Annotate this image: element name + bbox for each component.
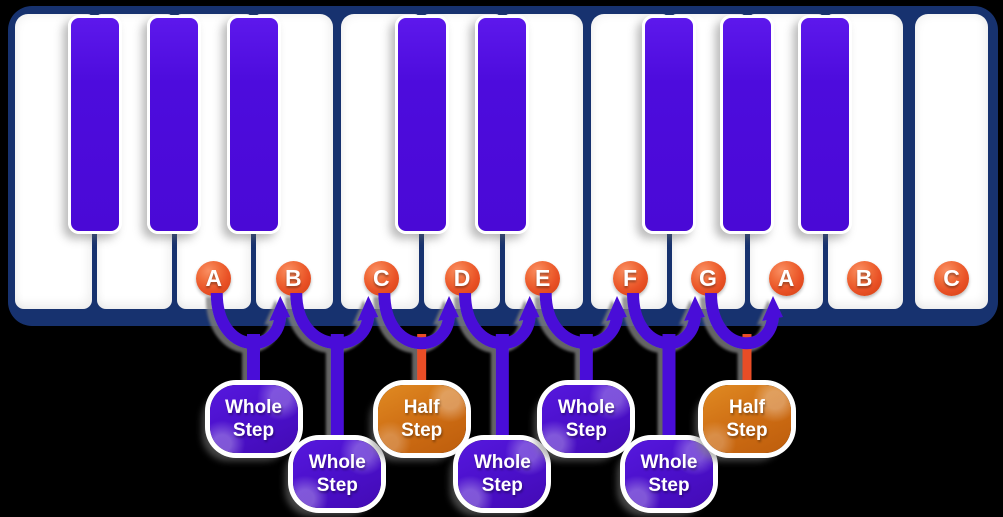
note-circle-D: D [444, 260, 480, 296]
step-label-line1: Whole [557, 396, 615, 418]
black-key [798, 15, 852, 234]
step-label-line1: Half [729, 396, 765, 418]
step-stem-B-C [330, 334, 344, 448]
step-label-line1: Half [403, 396, 440, 418]
black-key [67, 15, 122, 234]
note-letter: B [284, 264, 302, 291]
note-circle-A: A [196, 260, 232, 296]
note-letter: G [699, 264, 717, 291]
note-letter: A [777, 264, 795, 291]
note-circle-B: B [275, 260, 311, 296]
black-key [147, 15, 201, 234]
note-letter: C [373, 264, 390, 291]
note-circle-A: A [768, 260, 804, 296]
black-key [394, 15, 449, 234]
note-circle-F: F [612, 260, 648, 296]
note-letter: E [534, 264, 551, 291]
step-label-line1: Whole [473, 451, 531, 473]
black-key [642, 15, 696, 234]
white-key-C [915, 14, 988, 309]
step-label-line2: Step [401, 420, 443, 441]
black-key [475, 15, 530, 234]
step-label-line2: Step [481, 475, 523, 496]
step-label-line1: Whole [640, 451, 698, 473]
note-circle-E: E [525, 260, 561, 296]
step-label-line2: Step [648, 475, 690, 496]
black-key [720, 15, 774, 234]
note-letter: C [943, 264, 960, 291]
step-label-line2: Step [565, 420, 607, 441]
step-label-line1: Whole [308, 451, 366, 473]
note-circle-G: G [690, 260, 726, 296]
note-circle-C: C [934, 260, 969, 296]
note-letter: B [855, 264, 873, 291]
note-letter: D [453, 264, 471, 291]
note-letter: F [622, 264, 638, 291]
note-circle-C: C [363, 260, 399, 296]
step-label-line2: Step [232, 420, 275, 441]
note-circle-B: B [846, 260, 882, 296]
note-letter: A [205, 264, 223, 291]
step-label-line2: Step [726, 420, 768, 441]
step-stem-F-G [662, 334, 676, 448]
step-label-line1: Whole [225, 396, 282, 418]
step-stem-D-E [495, 334, 509, 448]
step-label-line2: Step [316, 475, 358, 496]
black-key [226, 15, 281, 234]
